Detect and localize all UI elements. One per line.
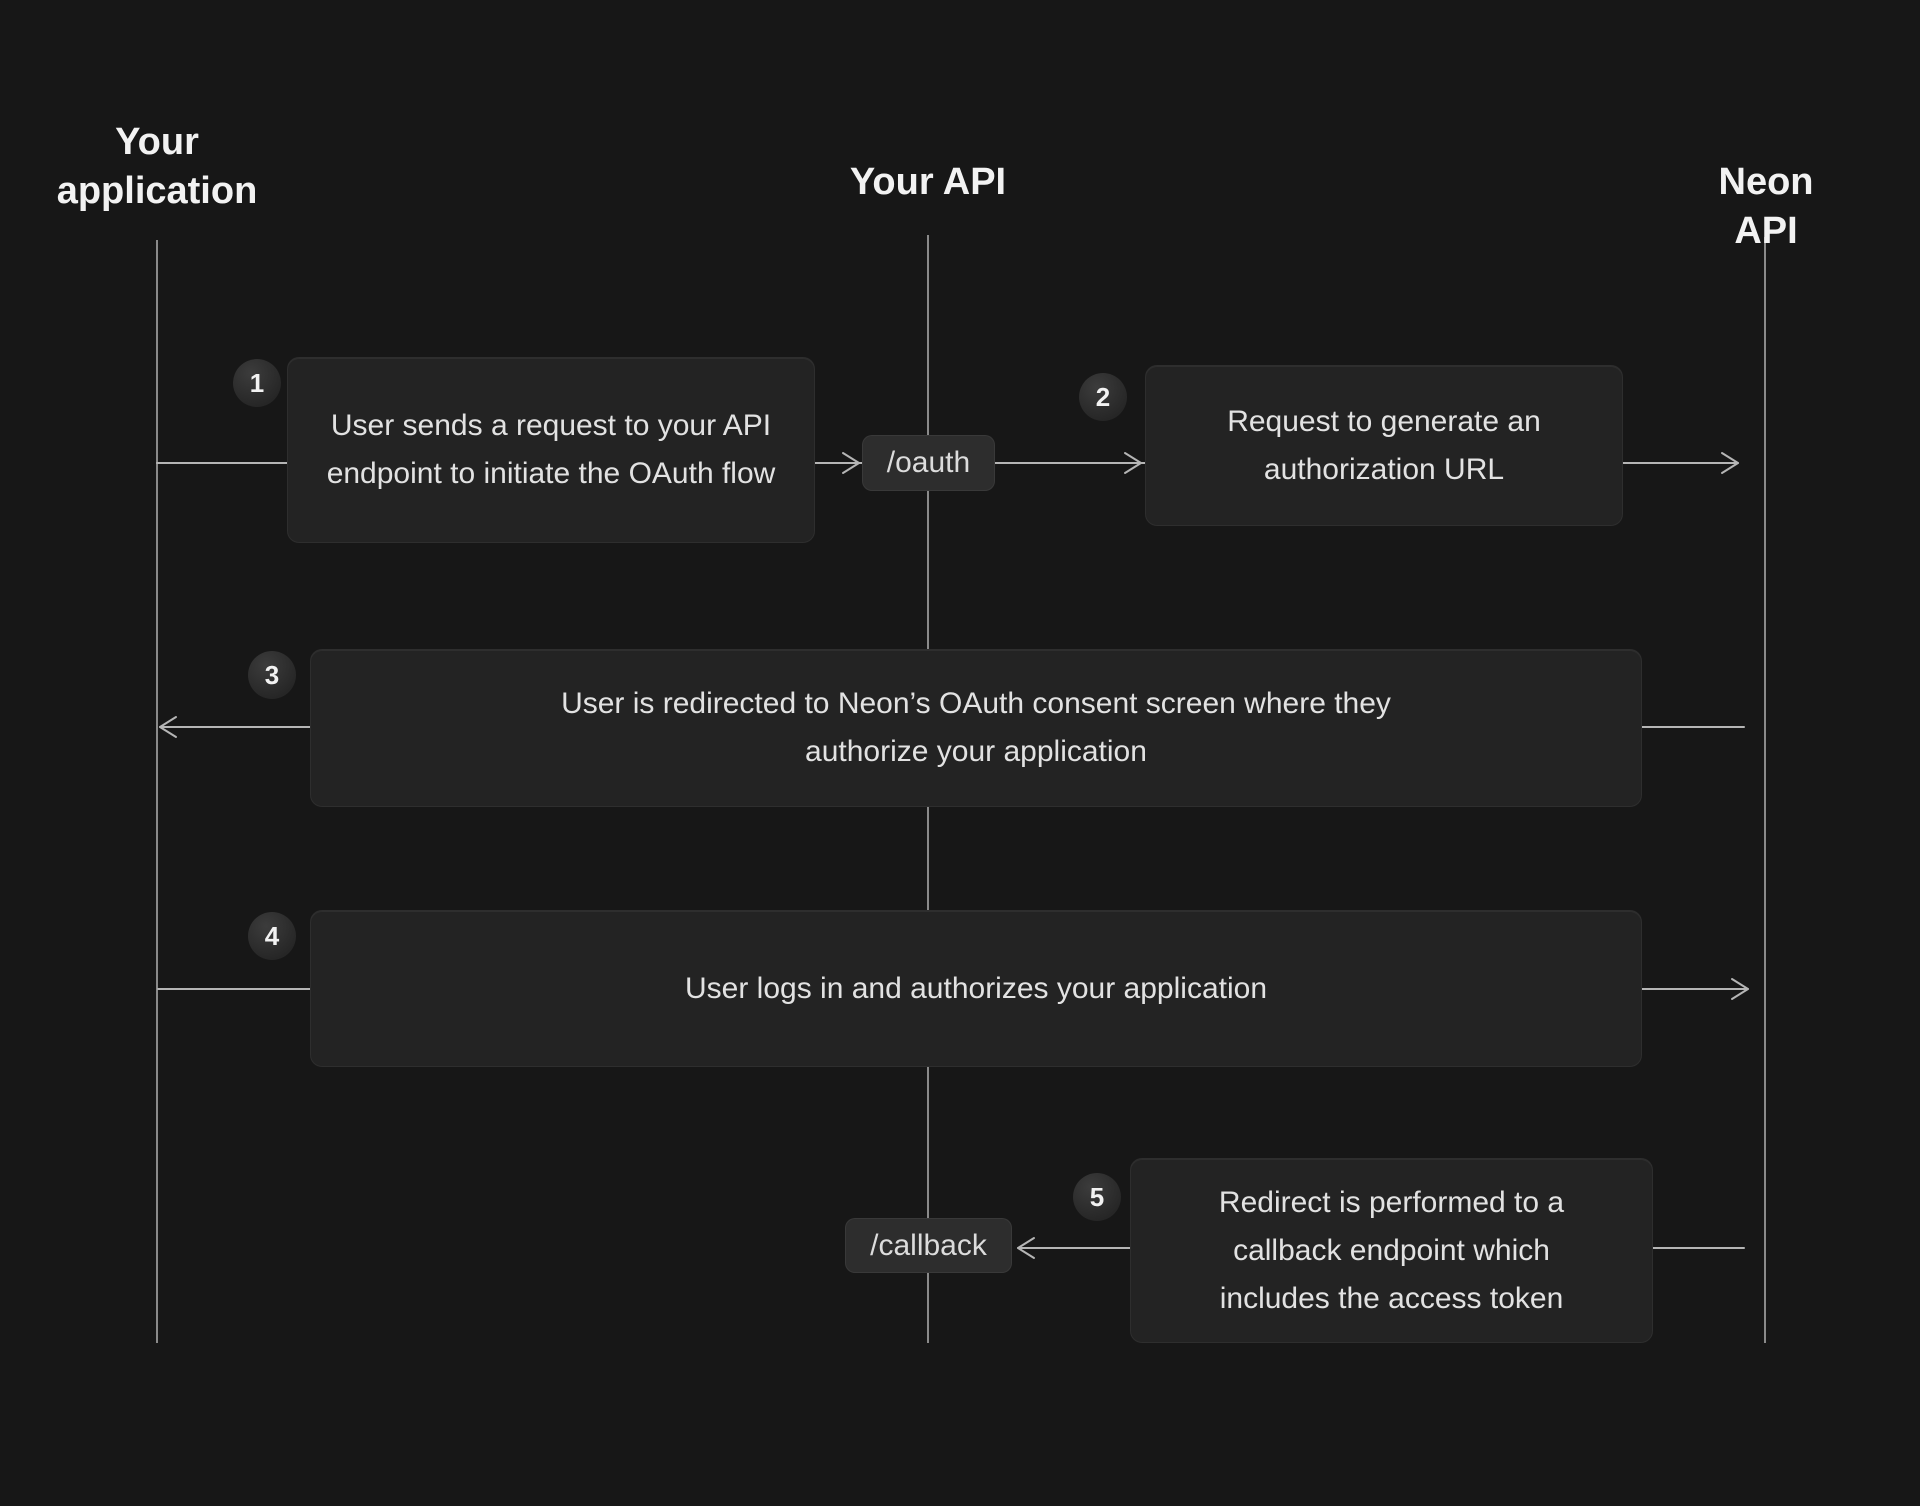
step-2-text: Request to generate an authorization URL (1227, 404, 1541, 486)
arrowhead-to-neon-api-2 (1731, 978, 1749, 1000)
lane-label-your-api: Your API (849, 161, 1007, 203)
step-1-text: User sends a request to your API endpoin… (326, 409, 776, 490)
step-5-badge: 5 (1073, 1173, 1121, 1221)
step-1-box: User sends a request to your API endpoin… (287, 357, 815, 543)
step-5-text: Redirect is performed to a callback endp… (1218, 1185, 1565, 1315)
step-4-text: User logs in and authorizes your applica… (685, 971, 1267, 1005)
lane-label-neon-api: Neon API (1718, 161, 1814, 252)
callback-endpoint-pill: /callback (845, 1218, 1012, 1273)
arrowhead-to-your-api-box (1124, 452, 1142, 474)
step-1-badge: 1 (233, 359, 281, 407)
step-2-badge: 2 (1079, 373, 1127, 421)
step-4-badge: 4 (248, 912, 296, 960)
oauth-endpoint-pill: /oauth (862, 435, 995, 491)
arrowhead-to-application (159, 716, 177, 738)
arrowhead-to-neon-api (1721, 452, 1739, 474)
step-3-box: User is redirected to Neon’s OAuth conse… (310, 649, 1642, 807)
step-4-box: User logs in and authorizes your applica… (310, 910, 1642, 1067)
arrowhead-to-oauth (842, 452, 860, 474)
step-2-box: Request to generate an authorization URL (1145, 365, 1623, 526)
step-3-text: User is redirected to Neon’s OAuth conse… (561, 687, 1391, 768)
step-3-badge: 3 (248, 651, 296, 699)
step-5-box: Redirect is performed to a callback endp… (1130, 1158, 1653, 1343)
lane-label-your-application: Your application (56, 121, 258, 212)
arrowhead-to-callback (1017, 1237, 1035, 1259)
